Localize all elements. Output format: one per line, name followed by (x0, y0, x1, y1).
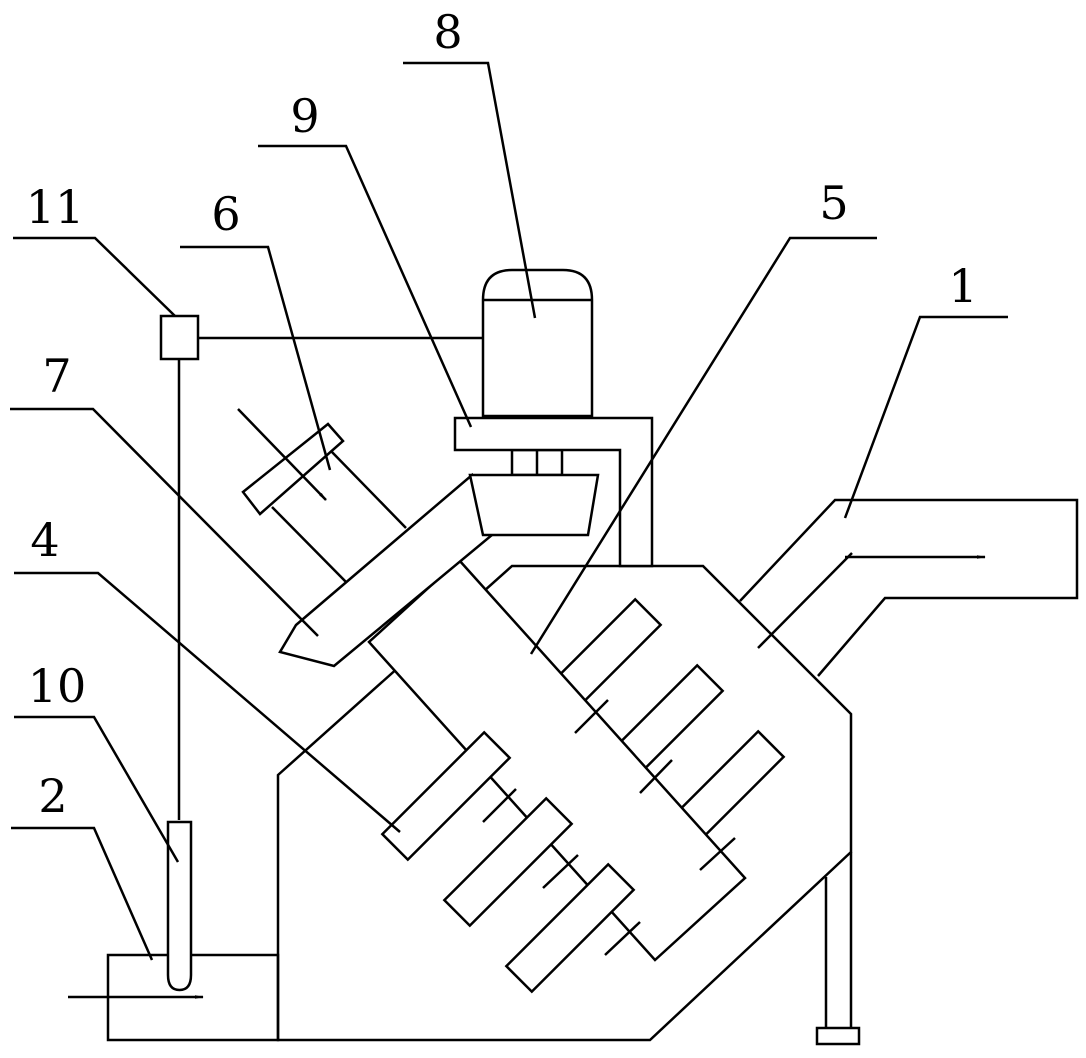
shaft-ticks (482, 699, 736, 956)
label-6: 6 (211, 187, 240, 241)
inlet-tank (68, 953, 280, 1042)
label-10: 10 (28, 659, 87, 713)
label-8: 8 (433, 5, 462, 59)
hopper-chute (278, 472, 494, 668)
bracket (453, 416, 654, 568)
rotating-shaft (367, 558, 747, 962)
controller-sensor (159, 314, 483, 992)
label-4: 4 (30, 513, 59, 567)
label-9: 9 (290, 89, 319, 143)
fins-left (380, 730, 636, 994)
label-11: 11 (26, 180, 85, 234)
support-leg (815, 852, 861, 1046)
motor (468, 268, 600, 537)
housing (276, 498, 1079, 1042)
label-7: 7 (42, 349, 71, 403)
label-1: 1 (948, 259, 977, 313)
labels: 8 9 11 6 5 1 7 4 10 2 (26, 5, 978, 823)
leader-lines (10, 61, 1008, 961)
label-5: 5 (819, 176, 848, 230)
feed-pipe (237, 408, 407, 586)
label-2: 2 (38, 769, 67, 823)
feed-arrow (237, 408, 327, 501)
